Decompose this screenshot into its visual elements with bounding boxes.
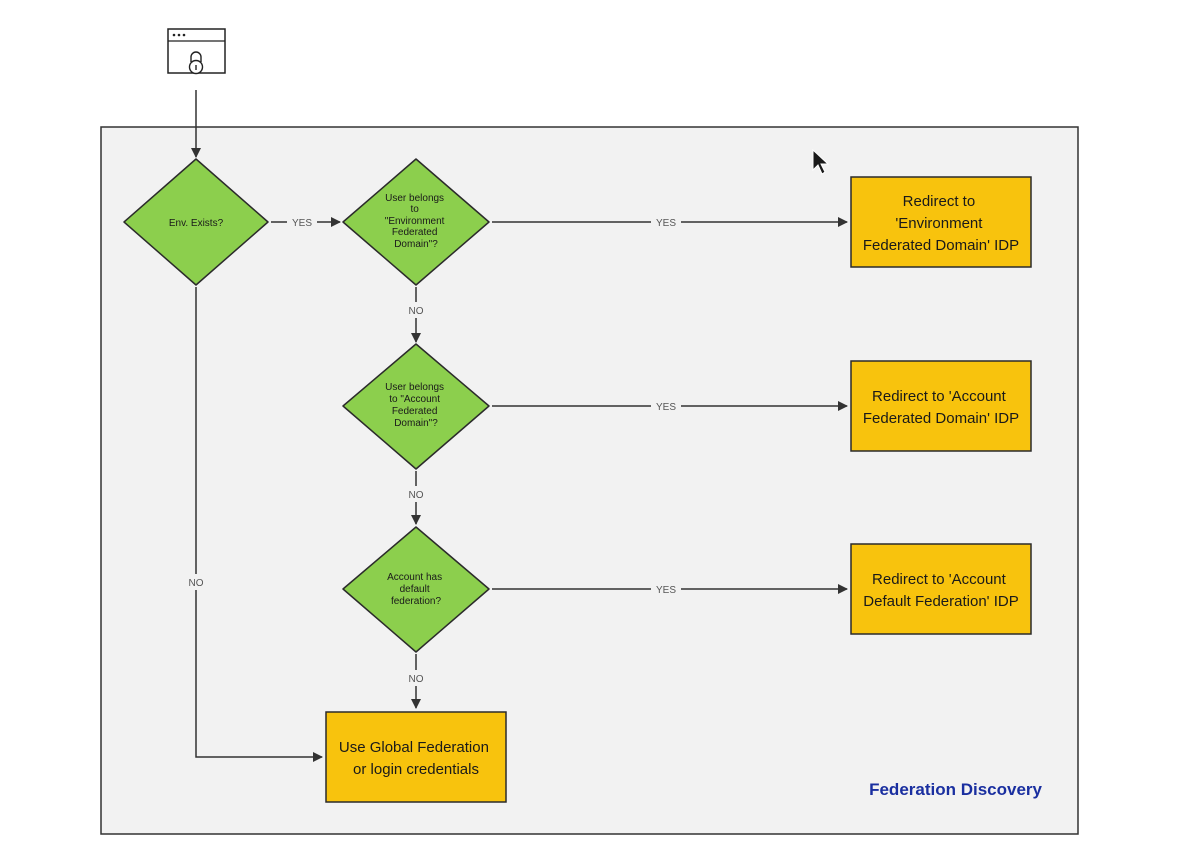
mouse-cursor-icon — [812, 148, 830, 175]
decision-default-federation-line: federation? — [391, 596, 441, 607]
frame-title: Federation Discovery — [869, 780, 1042, 799]
edge-label-backgrounds — [184, 214, 681, 686]
decision-default-federation-line: Account has — [387, 572, 442, 583]
svg-text:Use Global Federation or: Use Global Federation or login credentia… — [339, 739, 493, 778]
outcome-default-idp-line: Redirect to 'Account — [872, 571, 1007, 588]
svg-text:Account has default: Account has default federation? — [387, 572, 445, 607]
svg-text:Redirect to 'Account Fed: Redirect to 'Account Federated Domain' I… — [863, 388, 1019, 427]
edge-label-default-yes: YES — [656, 585, 676, 596]
edge-label-accdomain-yes: YES — [656, 402, 676, 413]
decision-default-federation: Account has default federation? — [342, 526, 490, 653]
outcome-global-line: Use Global Federation — [339, 739, 489, 756]
outcome-global-line: or login credentials — [353, 761, 479, 778]
outcome-env-idp-line: Federated Domain' IDP — [863, 237, 1019, 254]
decision-account-domain-line: User belongs — [385, 382, 444, 393]
svg-text:User belongs to "E: User belongs to "Environment Federated D… — [385, 193, 447, 250]
svg-text:Env. Exists?: Env. Exists? — [169, 218, 224, 229]
outcome-env-idp-line: Redirect to — [903, 193, 976, 210]
decision-env-domain: User belongs to "Environment Federated D… — [342, 158, 490, 286]
decision-account-domain-line: Federated — [392, 406, 438, 417]
svg-text:User belongs to "Account: User belongs to "Account Federated Domai… — [385, 382, 447, 429]
outcome-global: Use Global Federation or login credentia… — [325, 711, 507, 803]
decision-default-federation-line: default — [400, 584, 430, 595]
decision-account-domain-line: to "Account — [389, 394, 440, 405]
edge-label-env-yes: YES — [292, 218, 312, 229]
decision-env-domain-line: Domain"? — [394, 239, 438, 250]
decision-env-domain-line: "Environment — [385, 216, 445, 227]
outcome-account-idp: Redirect to 'Account Federated Domain' I… — [850, 360, 1032, 452]
decision-env-exists-line: Env. Exists? — [169, 218, 224, 229]
outcome-env-idp: Redirect to 'Environment Federated Domai… — [850, 176, 1032, 268]
svg-text:Redirect to 'Account Def: Redirect to 'Account Default Federation'… — [863, 571, 1018, 610]
decision-env-exists: Env. Exists? — [123, 158, 269, 286]
edge-label-default-no: NO — [409, 674, 424, 685]
decision-env-domain-line: Federated — [392, 227, 438, 238]
decision-account-domain: User belongs to "Account Federated Domai… — [342, 343, 490, 470]
outcome-default-idp: Redirect to 'Account Default Federation'… — [850, 543, 1032, 635]
edge-env-no — [195, 287, 323, 762]
outcome-env-idp-line: 'Environment — [895, 215, 983, 232]
browser-lock-icon — [167, 28, 226, 75]
edge-label-accdomain-no: NO — [409, 490, 424, 501]
edge-label-env-no: NO — [189, 578, 204, 589]
outcome-account-idp-line: Redirect to 'Account — [872, 388, 1007, 405]
decision-env-domain-line: to — [410, 204, 419, 215]
decision-account-domain-line: Domain"? — [394, 418, 438, 429]
outcome-account-idp-line: Federated Domain' IDP — [863, 410, 1019, 427]
decision-env-domain-line: User belongs — [385, 193, 444, 204]
edge-label-envdomain-yes: YES — [656, 218, 676, 229]
svg-text:Redirect to 'Environment: Redirect to 'Environment Federated Domai… — [863, 193, 1019, 254]
edge-label-envdomain-no: NO — [409, 306, 424, 317]
outcome-default-idp-line: Default Federation' IDP — [863, 593, 1018, 610]
